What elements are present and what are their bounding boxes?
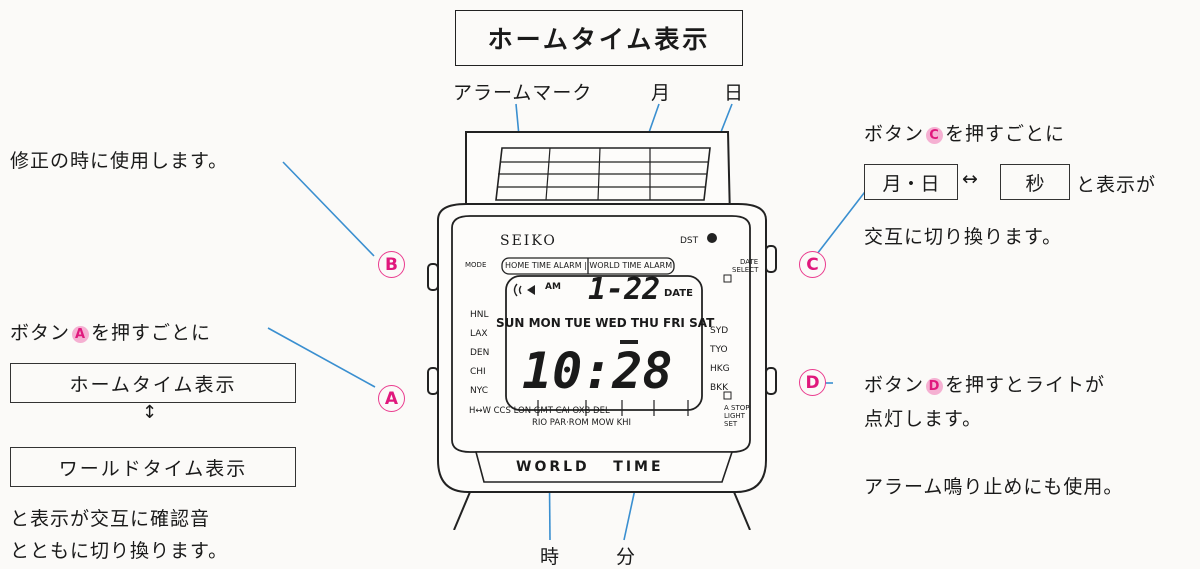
box-month-day: 月・日 [864,164,958,200]
button-c-inline-icon: C [926,127,944,144]
label-minute: 分 [616,546,637,568]
city-label: DEN [470,348,490,358]
watch-time-digits: 10:28 [522,342,673,400]
watch-am: AM [545,282,561,292]
button-a-marker: A [378,385,405,412]
city-label: NYC [470,386,489,396]
note-left-footer-2: とともに切り換ります。 [10,540,229,562]
city-label: BKK [710,383,728,393]
box-seconds: 秒 [1000,164,1070,200]
note-c-post: を押すごとに [945,123,1066,145]
a-stop-line: A STOP [724,404,750,412]
note-c-line3: 交互に切り換ります。 [864,226,1063,248]
button-b-marker: B [378,251,405,278]
alarm-mark-icon [513,283,535,297]
a-stop-line: LIGHT [724,412,745,420]
label-month: 月 [651,82,672,104]
note-a-pre: ボタン [10,322,71,344]
label-alarm-mark: アラームマーク [453,82,593,104]
button-c-marker: C [799,251,826,278]
watch-bottom-row-1: H↔W CCS LON GMT CAI OXB DEL [469,406,610,416]
toggle-arrow-icon: ↕ [142,402,158,423]
note-alarm-stop: アラーム鳴り止めにも使用。 [864,476,1124,498]
gear-icon [707,233,717,243]
watch-date-select-2: SELECT [732,266,759,274]
note-d-line2: 点灯します。 [864,408,983,430]
leader-b [282,161,375,257]
note-d-pre: ボタン [864,374,925,396]
watch-dst-label: DST [680,236,699,246]
button-d-inline-icon: D [926,378,944,395]
watch-mode-bar: HOME TIME ALARM | WORLD TIME ALARM [505,261,673,270]
leader-a [267,327,376,388]
city-label: SYD [710,326,729,336]
watch-cities-right: SYD TYO HKG BKK [710,322,730,398]
mode-box-world: ワールドタイム表示 [10,447,296,487]
label-hour: 時 [540,546,561,568]
city-label: TYO [710,345,728,355]
note-c-pre: ボタン [864,123,925,145]
watch-illustration [427,131,777,530]
watch-bottom-row-2: RIO PAR·ROM MOW KHI [532,418,632,428]
mode-box-home: ホームタイム表示 [10,363,296,403]
watch-mode-label: MODE [465,261,487,269]
page-title: ホームタイム表示 [455,10,743,66]
watch-date-label: DATE [664,288,693,299]
watch-world-time: WORLD TIME [516,459,664,475]
leader-c [816,183,872,255]
swap-arrow-icon: ↔ [962,168,978,190]
button-a-inline-icon: A [72,326,90,343]
watch-date-digits: 1-22 [588,272,661,307]
city-label: HNL [470,310,489,320]
watch-date-select-1: DATE [740,258,759,266]
watch-weekdays: SUN MON TUE WED THU FRI SAT [496,316,715,330]
city-label: HKG [710,364,730,374]
note-d-post: を押すとライトが [945,374,1106,396]
note-a-post: を押すごとに [91,322,212,344]
note-left-footer-1: と表示が交互に確認音 [10,508,211,530]
watch-brand: SEIKO [500,233,557,249]
city-label: LAX [470,329,488,339]
button-d-marker: D [799,369,826,396]
label-day: 日 [724,82,745,104]
note-c-tail: と表示が [1076,174,1157,196]
city-label: CHI [470,367,486,377]
a-stop-line: SET [724,420,738,428]
watch-a-stop-label: A STOP LIGHT SET [724,404,749,428]
note-button-b: 修正の時に使用します。 [10,150,229,172]
watch-cities-left: HNL LAX DEN CHI NYC [470,306,489,401]
